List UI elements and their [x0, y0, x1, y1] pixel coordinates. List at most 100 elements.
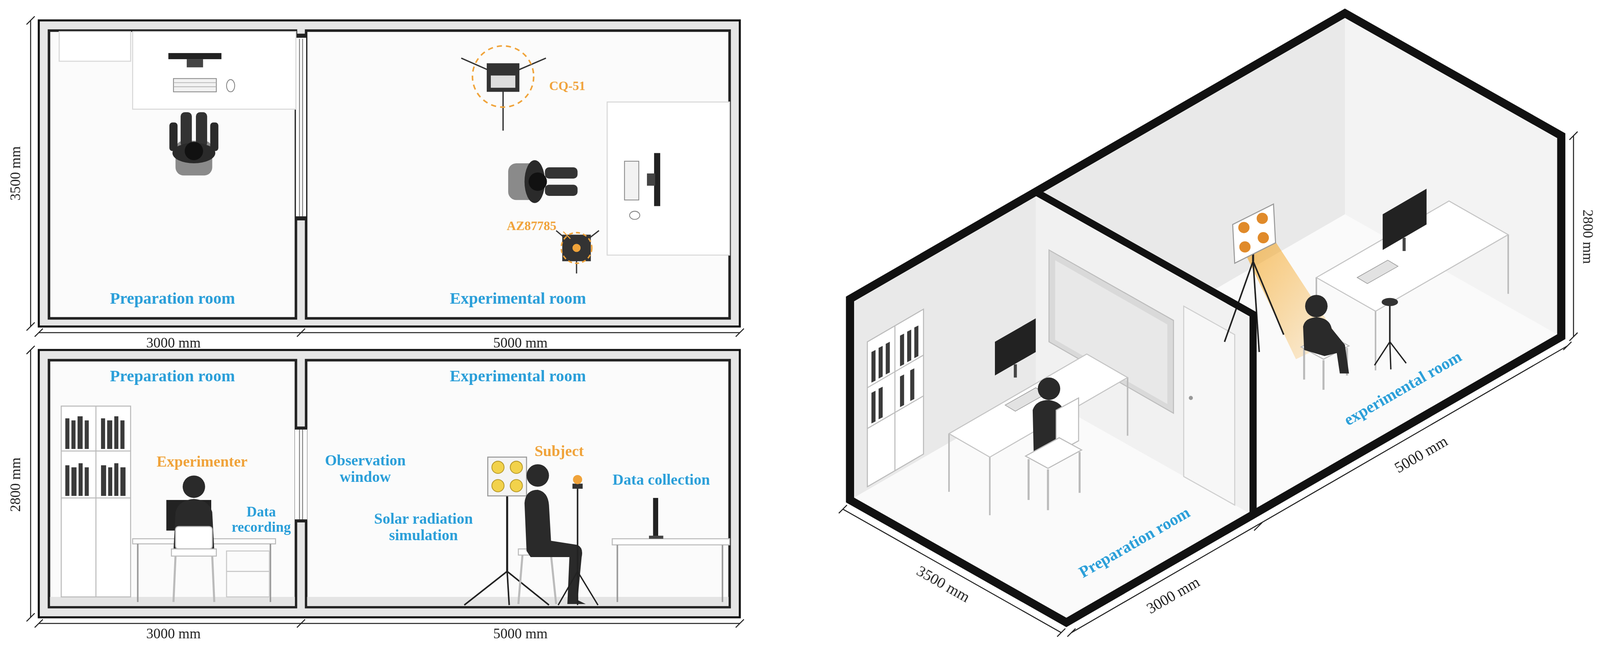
- iso-bookshelf-part-part: [885, 341, 890, 375]
- iso-dimensions-part: [1569, 332, 1578, 341]
- section-bookshelf-part-part: [65, 418, 70, 449]
- plan-exp-furniture-part: [629, 211, 640, 220]
- section-walls-part: [298, 428, 301, 521]
- plan-prep-furniture-part: [184, 142, 204, 161]
- plan-walls-part: [294, 216, 307, 221]
- section-bookshelf-part-part: [120, 467, 126, 497]
- iso-meter: [1374, 298, 1407, 370]
- iso-bookshelf-part-part: [878, 386, 883, 420]
- section-bookshelf-part-part: [71, 420, 76, 449]
- iso-meter-part: [1389, 341, 1407, 364]
- room-name: Experimental room: [449, 290, 587, 308]
- section-lamp-part: [507, 571, 510, 606]
- iso-dimensions-part: [1254, 522, 1263, 531]
- experimenter-figure-part: [171, 549, 217, 557]
- iso-dimensions-part: [1071, 345, 1568, 633]
- iso-exp-desk-part: [1374, 311, 1377, 371]
- section-dimensions-part: [34, 619, 43, 628]
- section-bookshelf-part-part: [108, 467, 113, 497]
- section-walls: [38, 350, 740, 618]
- section-meter-part: [576, 488, 579, 572]
- section-collect-desk-part: [616, 545, 619, 603]
- section-dimensions-part: [30, 350, 32, 618]
- experimenter-figure: [171, 475, 217, 603]
- plan-prep-furniture-part: [169, 122, 178, 151]
- iso-prep-desk: [949, 318, 1128, 516]
- plan-dimensions: [26, 16, 744, 338]
- plan-az87785-meter-part: [563, 231, 571, 239]
- section-prep-desk-part: [226, 570, 270, 573]
- iso-lamp-part: [1257, 232, 1269, 244]
- plan-az87785-meter-part: [562, 234, 591, 262]
- plan-walls-part: [49, 30, 297, 319]
- plan-walls-part: [294, 33, 307, 38]
- subject-figure: [518, 464, 586, 605]
- iso-dimensions: [838, 131, 1578, 637]
- section-walls-part: [294, 428, 307, 521]
- section-bookshelf: [61, 406, 131, 598]
- section-bookshelf-part-part: [120, 420, 125, 449]
- section-meter-part: [576, 571, 579, 606]
- plan-walls-part: [298, 38, 301, 217]
- section-bookshelf-part-part: [84, 420, 89, 449]
- plan-az87785-meter-part: [572, 243, 581, 252]
- section-bookshelf-part-part: [114, 463, 119, 497]
- room-area: Preparation room: [49, 360, 297, 608]
- section-lamp-part: [487, 457, 527, 496]
- dimension-label: 5000 mm: [493, 627, 548, 643]
- plan-prep-furniture-part: [168, 53, 222, 60]
- iso-bookshelf-part-part: [907, 329, 912, 363]
- dimension-label: 3000 mm: [146, 336, 201, 352]
- callout-label: CQ-51: [549, 80, 586, 94]
- plan-dimensions-part: [38, 332, 740, 334]
- iso-meter-part: [1389, 341, 1392, 370]
- iso-bookshelf-part-part: [914, 325, 919, 359]
- section-bookshelf-part: [61, 406, 131, 598]
- section-walls-part: [306, 360, 730, 608]
- section-meter-part: [577, 571, 599, 606]
- section-collect-desk-part: [612, 538, 730, 545]
- iso-exp-desk-part: [1402, 237, 1406, 252]
- iso-prep-desk-part: [1078, 452, 1081, 493]
- plan-prep-furniture-part: [180, 112, 192, 147]
- iso-exp-desk-part: [1507, 234, 1510, 294]
- iso-rooms-part: [1188, 395, 1193, 400]
- iso-prep-desk-part: [948, 433, 950, 493]
- experimenter-figure-part: [173, 498, 215, 551]
- plan-exp-furniture-part: [544, 184, 578, 196]
- plan-prep-furniture-part: [186, 59, 204, 68]
- iso-dimensions-part: [1573, 135, 1575, 337]
- plan-prep-furniture-part: [195, 112, 208, 147]
- iso-meter-part: [1389, 304, 1391, 342]
- iso-prep-desk-part: [988, 457, 991, 516]
- section-bookshelf-part-part: [107, 420, 113, 449]
- iso-subject-part: [1322, 360, 1325, 390]
- iso-bookshelf-part-part: [878, 345, 883, 379]
- plan-prep-furniture-part: [173, 82, 217, 84]
- iso-prep-desk-part: [1025, 437, 1082, 469]
- section-meter-part: [572, 483, 583, 489]
- plan-az87785-meter-part: [561, 232, 592, 264]
- iso-prep-desk-part: [1027, 459, 1030, 501]
- section-lamp-part: [492, 479, 505, 492]
- iso-subject-part: [1303, 317, 1349, 374]
- plan-dimensions-part: [26, 322, 35, 331]
- iso-bookshelf-part-part: [899, 333, 904, 367]
- iso-outline-part: [1035, 191, 1253, 516]
- iso-bookshelf-part-part: [871, 391, 876, 424]
- section-dimensions-part: [38, 623, 740, 625]
- iso-lamp-part: [1239, 241, 1251, 253]
- plan-walls-part: [38, 20, 740, 327]
- section-dimensions-part: [26, 345, 35, 355]
- subject-figure-part: [551, 555, 557, 605]
- section-lamp-part: [510, 461, 523, 474]
- section-bookshelf-part-part: [77, 416, 83, 449]
- section-meter-part: [558, 571, 578, 606]
- section-walls-part: [294, 519, 307, 523]
- plan-exp-furniture-part: [624, 161, 639, 200]
- section-dimensions-part: [26, 613, 35, 622]
- plan-exp-furniture-part: [544, 167, 578, 179]
- section-dimensions: [26, 345, 744, 628]
- plan-prep-furniture-part: [173, 86, 217, 88]
- plan-prep-furniture-part: [173, 78, 217, 92]
